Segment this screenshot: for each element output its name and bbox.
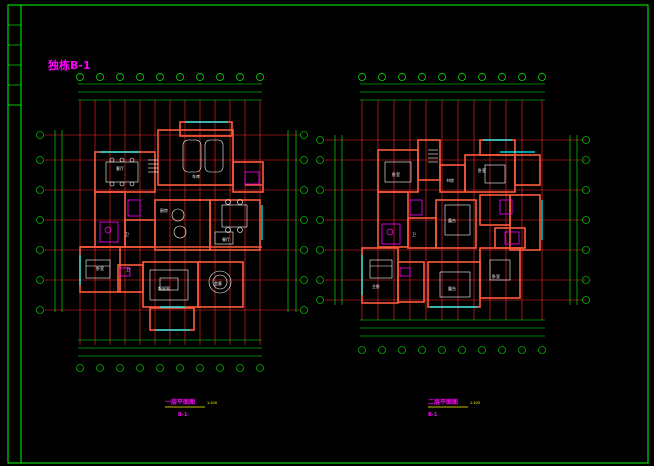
first-floor-top-axis-bubbles	[76, 73, 264, 81]
svg-text:卧室: 卧室	[392, 171, 400, 177]
first-floor-top-dimensions	[78, 83, 262, 101]
first-floor-side-dimensions	[36, 130, 308, 314]
svg-text:会客: 会客	[214, 280, 222, 286]
svg-text:卫: 卫	[125, 232, 129, 237]
second-floor-top-axis-bubbles	[358, 73, 546, 81]
first-floor-walls	[79, 121, 264, 331]
sheet-frame	[7, 4, 649, 464]
second-floor-side-dimensions	[316, 135, 590, 305]
first-floor-room-labels: 客厅 车库 卫 厨房 餐厅 卧室 卫 起居室 会客	[96, 165, 230, 291]
svg-text:卧室: 卧室	[96, 265, 104, 271]
first-floor-plan: 客厅 车库 卫 厨房 餐厅 卧室 卫 起居室 会客 一层平面图 1:100 B-…	[36, 73, 308, 418]
svg-text:起居室: 起居室	[158, 285, 170, 291]
first-floor-fixtures	[99, 171, 260, 277]
second-floor-plan: 卧室 书房 卧室 露台 卫 主卧 露台 卧室 二层平面图 1:100 B-1	[316, 73, 590, 418]
second-floor-fixtures	[381, 199, 520, 277]
second-floor-walls	[361, 139, 541, 308]
second-floor-scale: 1:100	[470, 400, 481, 405]
svg-text:车库: 车库	[192, 173, 200, 179]
svg-text:餐厅: 餐厅	[222, 236, 230, 242]
svg-text:卧室: 卧室	[492, 273, 500, 279]
second-floor-top-dimensions	[360, 83, 545, 101]
first-floor-windows	[79, 121, 263, 331]
second-floor-windows	[361, 139, 543, 308]
svg-text:卫: 卫	[412, 232, 416, 237]
first-floor-scale: 1:100	[207, 400, 218, 405]
second-floor-title: 二层平面图	[428, 398, 458, 406]
svg-text:卫: 卫	[126, 267, 130, 272]
second-floor-subtitle: B-1	[428, 412, 438, 418]
svg-text:露台: 露台	[448, 217, 456, 223]
second-floor-furniture	[369, 149, 511, 298]
svg-text:书房: 书房	[446, 177, 454, 183]
second-floor-bottom-dimensions	[358, 319, 546, 354]
svg-text:露台: 露台	[448, 285, 456, 291]
first-floor-furniture	[85, 139, 248, 301]
svg-text:主卧: 主卧	[372, 283, 380, 289]
svg-text:卧室: 卧室	[478, 167, 486, 173]
second-floor-room-labels: 卧室 书房 卧室 露台 卫 主卧 露台 卧室	[372, 167, 500, 291]
first-floor-title: 一层平面图	[165, 398, 195, 406]
first-floor-bottom-dimensions	[76, 339, 264, 372]
sheet-label: 独栋B-1	[47, 58, 91, 72]
svg-text:厨房: 厨房	[160, 207, 168, 213]
first-floor-subtitle: B-1	[178, 412, 188, 418]
svg-text:客厅: 客厅	[116, 165, 124, 171]
